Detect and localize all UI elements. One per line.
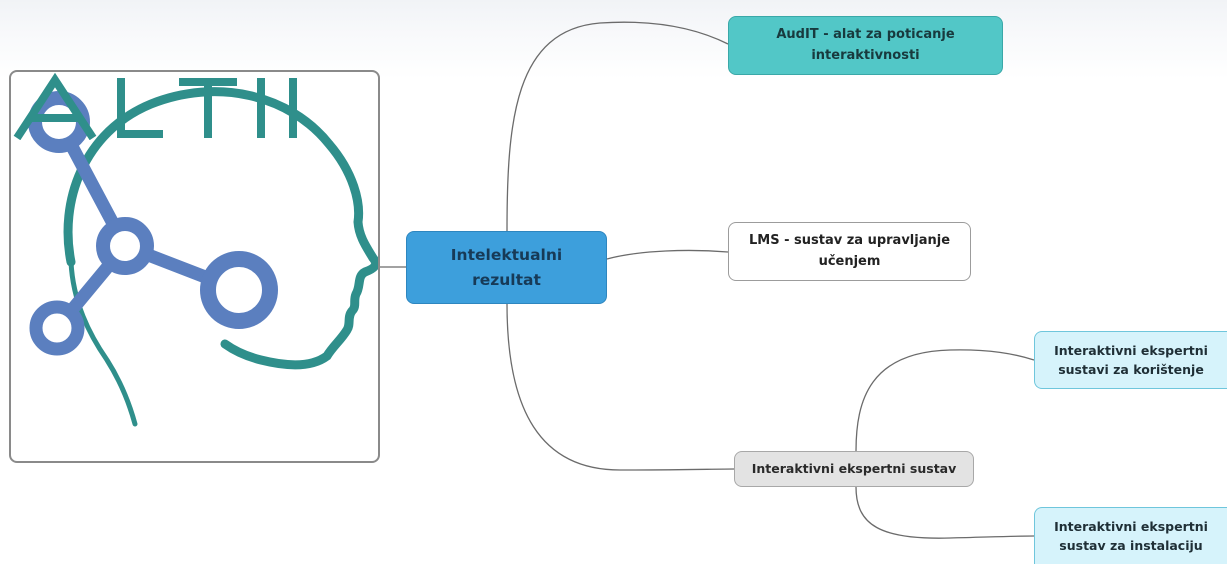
head-molecule-logo-icon [28, 87, 378, 427]
node-intelektualni-rezultat[interactable]: Intelektualni rezultat [406, 231, 607, 304]
node-label: LMS - sustav za upravljanje učenjem [748, 233, 951, 269]
connector-root-audit [506, 21, 729, 232]
neck-line [68, 259, 138, 427]
molecule-node-center [96, 217, 154, 275]
altii-logo [9, 70, 380, 463]
head-outline [63, 87, 378, 370]
node-interaktivni-ekspertni-sustav[interactable]: Interaktivni ekspertni sustav [734, 451, 974, 487]
node-ekspertni-sustavi-koristenje[interactable]: Interaktivni ekspertni sustavi za korišt… [1034, 331, 1227, 389]
altii-wordmark [13, 72, 297, 140]
node-label: Interaktivni ekspertni sustav [751, 461, 957, 477]
connector-root-ies [506, 303, 735, 471]
connector-ies-install [855, 486, 1035, 539]
node-label: Interaktivni ekspertni sustavi za korišt… [1054, 342, 1208, 377]
node-label: Interaktivni ekspertni sustav za instala… [1054, 518, 1208, 553]
node-label: AudIT - alat za poticanje interaktivnost… [776, 27, 955, 63]
connector-root-lms [606, 249, 729, 260]
node-lms-sustav[interactable]: LMS - sustav za upravljanje učenjem [728, 222, 971, 281]
molecule-node-right [200, 251, 278, 329]
node-ekspertni-sustav-instalacija[interactable]: Interaktivni ekspertni sustav za instala… [1034, 507, 1227, 564]
node-label: Intelektualni rezultat [450, 246, 563, 289]
node-audit-alat[interactable]: AudIT - alat za poticanje interaktivnost… [728, 16, 1003, 75]
connector-ies-use [855, 349, 1035, 452]
molecule-node-left [29, 300, 85, 356]
